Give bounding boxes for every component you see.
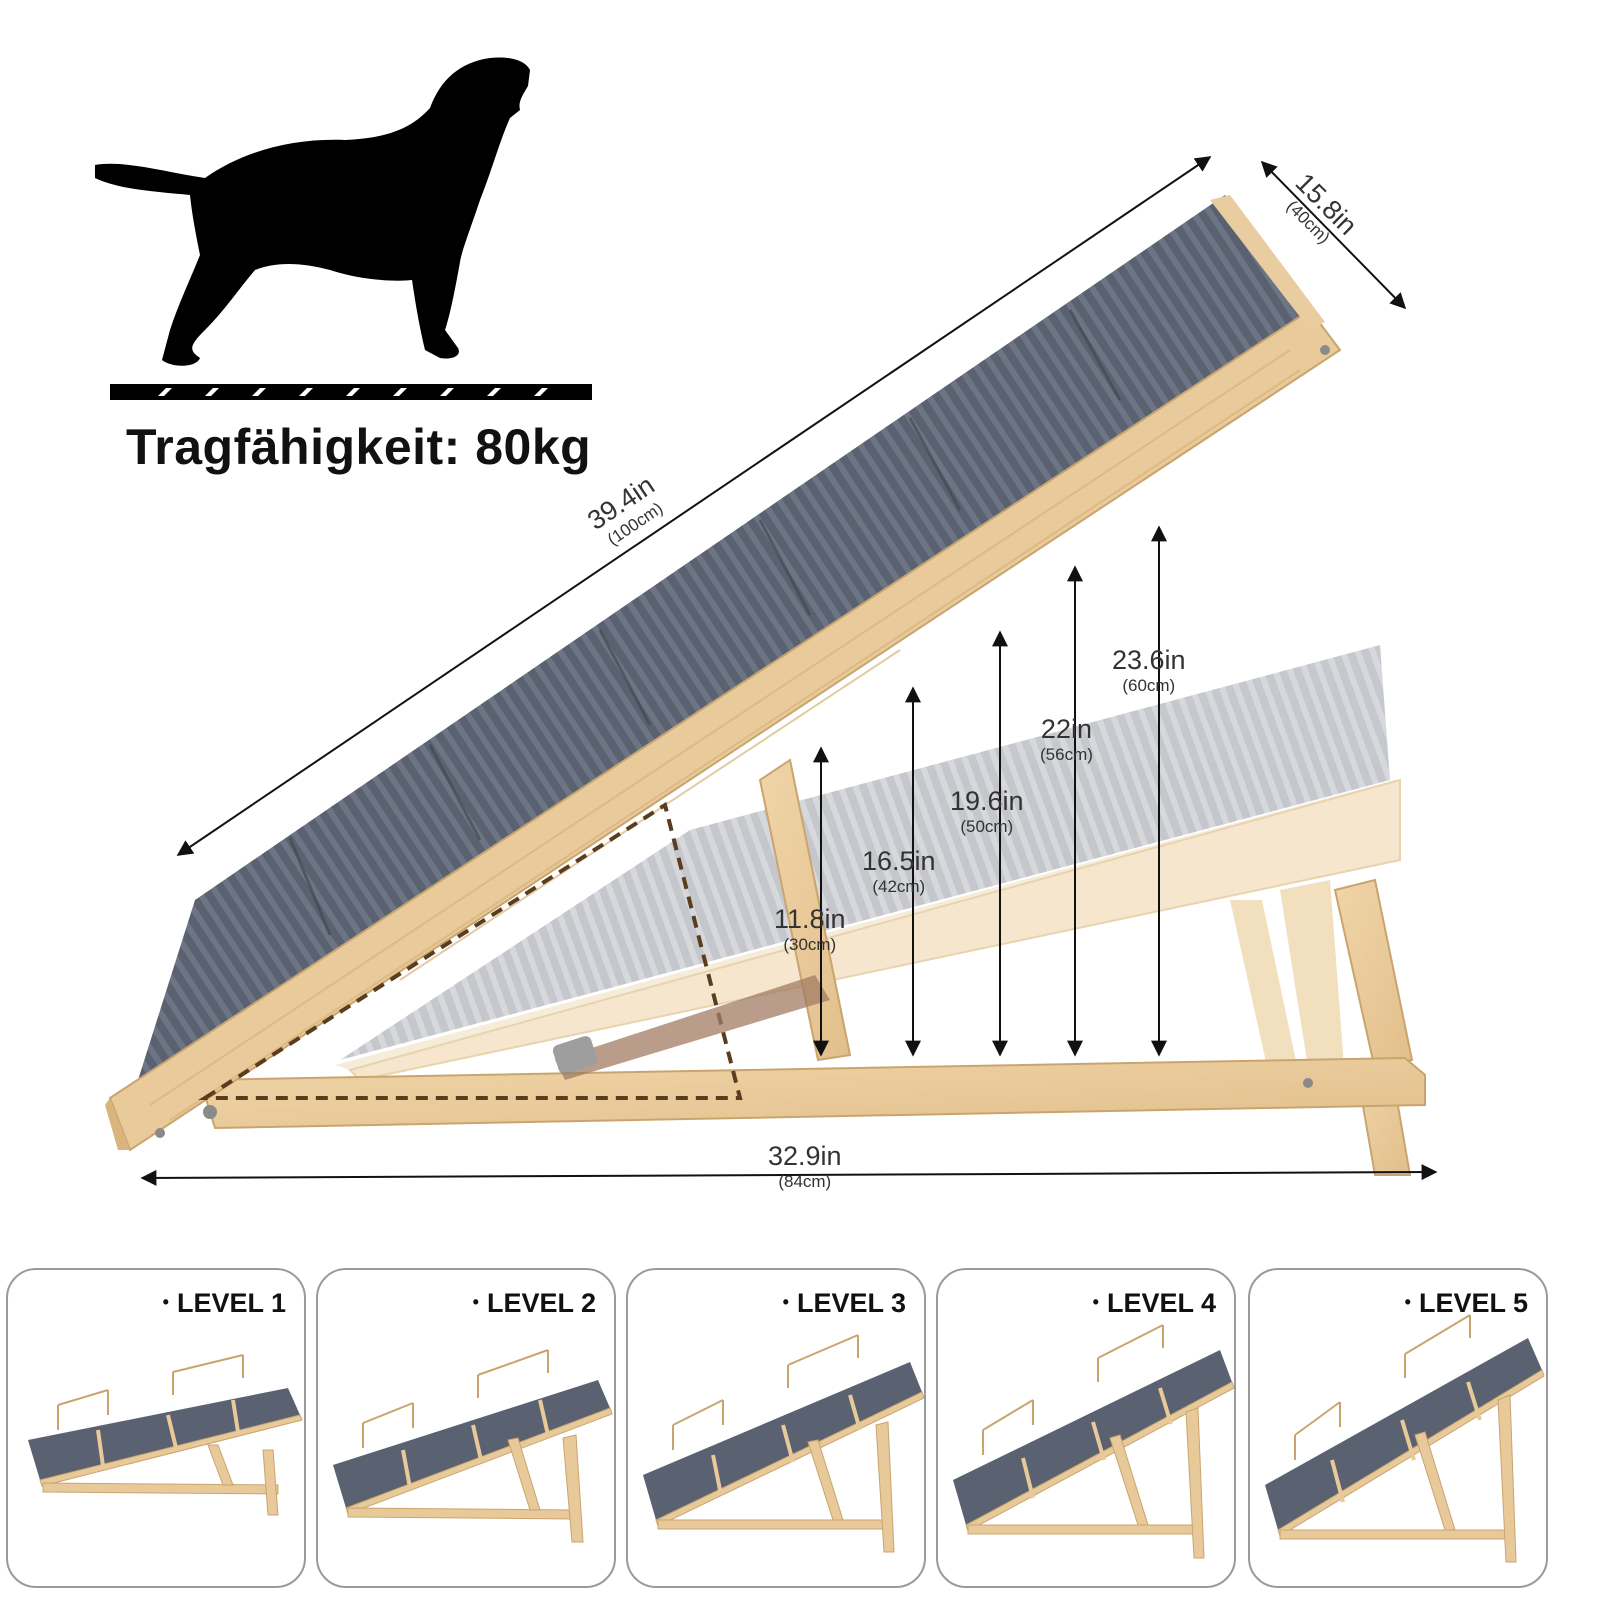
height-value-4: 22in	[1040, 714, 1092, 744]
base-rail	[198, 1056, 1426, 1130]
height-metric-2: (42cm)	[872, 877, 926, 896]
level-title-4: •LEVEL 4	[1092, 1288, 1216, 1318]
dimension-lines	[140, 156, 1438, 1186]
base-label: 32.9in (84cm)	[768, 1141, 842, 1191]
height-label-1: 11.8in (30cm)	[774, 904, 846, 954]
dog-silhouette-icon	[95, 57, 530, 366]
height-value-3: 19.6in	[950, 786, 1024, 816]
level-card-5: •LEVEL 5	[1248, 1268, 1548, 1588]
level-2-ramp-image	[333, 1349, 613, 1543]
level-card-3: •LEVEL 3	[626, 1268, 926, 1588]
level-label-3: LEVEL 3	[796, 1288, 906, 1318]
base-metric: (84cm)	[778, 1172, 832, 1191]
level-title-3: •LEVEL 3	[782, 1288, 906, 1318]
level-cards: •LEVEL 1 •LEVEL 2	[0, 1268, 1600, 1600]
level-title-2: •LEVEL 2	[472, 1288, 596, 1318]
height-metric-1: (30cm)	[783, 935, 837, 954]
base-value: 32.9in	[768, 1141, 842, 1171]
height-label-2: 16.5in (42cm)	[862, 846, 936, 896]
width-dimension-line	[1260, 160, 1407, 310]
ground-line	[110, 384, 592, 400]
length-dimension-line	[176, 156, 1212, 856]
level-label-1: LEVEL 1	[176, 1288, 286, 1318]
height-value-5: 23.6in	[1112, 645, 1186, 675]
base-dimension-line	[140, 1164, 1438, 1186]
carry-handle	[552, 975, 830, 1080]
level-5-ramp-image	[1265, 1314, 1545, 1563]
height-metric-4: (56cm)	[1040, 745, 1093, 764]
level-card-1: •LEVEL 1	[6, 1268, 306, 1588]
level-label-2: LEVEL 2	[486, 1288, 596, 1318]
level-title-1: •LEVEL 1	[162, 1288, 286, 1318]
height-value-1: 11.8in	[774, 904, 846, 934]
level-3-ramp-image	[643, 1334, 924, 1553]
height-label-3: 19.6in (50cm)	[950, 786, 1024, 836]
level-label-5: LEVEL 5	[1418, 1288, 1528, 1318]
level-1-ramp-image	[28, 1354, 303, 1516]
height-metric-3: (50cm)	[960, 817, 1014, 836]
level-card-2: •LEVEL 2	[316, 1268, 616, 1588]
height-label-4: 22in (56cm)	[1040, 714, 1093, 764]
level-label-4: LEVEL 4	[1106, 1288, 1216, 1318]
height-metric-5: (60cm)	[1122, 676, 1176, 695]
load-capacity-label: Tragfähigkeit: 80kg	[126, 419, 592, 475]
level-4-ramp-image	[953, 1324, 1234, 1559]
ramp-illustration	[95, 57, 1438, 1186]
level-title-5: •LEVEL 5	[1404, 1288, 1528, 1318]
height-value-2: 16.5in	[862, 846, 936, 876]
height-label-5: 23.6in (60cm)	[1112, 645, 1186, 695]
level-card-4: •LEVEL 4	[936, 1268, 1236, 1588]
